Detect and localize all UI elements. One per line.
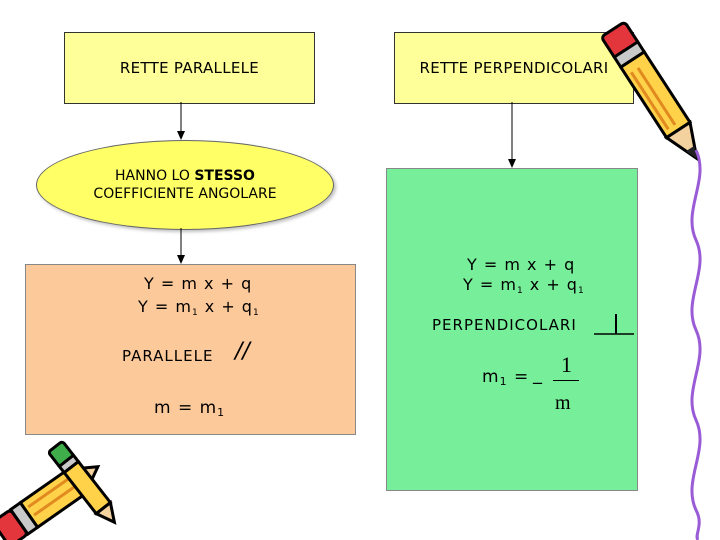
pencil-icon <box>48 432 128 532</box>
arrow-ellipse-to-box <box>177 228 185 264</box>
decorative-wavy-line <box>676 150 720 540</box>
arrow-perpendicolari-to-box <box>508 102 516 168</box>
arrow-parallele-to-ellipse <box>177 102 185 140</box>
